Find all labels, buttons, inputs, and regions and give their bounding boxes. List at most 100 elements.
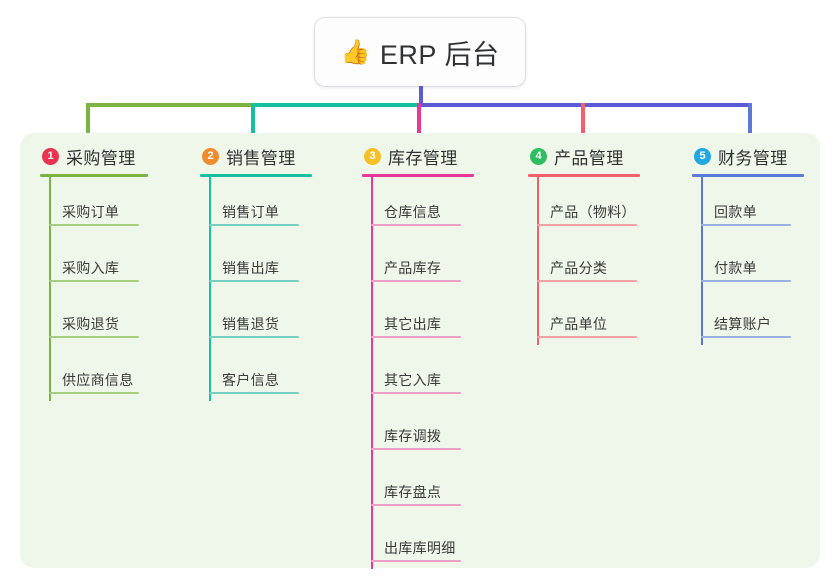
list-item-label: 库存调拨 — [384, 428, 442, 444]
branch-number-badge-sales: 2 — [202, 147, 219, 165]
drop-line-purchasing — [86, 103, 90, 137]
list-item-underline — [701, 224, 791, 226]
branch-title-underline-purchasing — [40, 174, 148, 177]
branch-title-underline-finance — [692, 174, 804, 177]
list-item-underline — [371, 392, 461, 394]
list-item[interactable]: 采购订单 — [40, 177, 148, 233]
branch-number-badge-purchasing: 1 — [42, 147, 59, 165]
branch-spine-inventory — [371, 177, 373, 569]
root-title-text: ERP 后台 — [379, 39, 500, 70]
branch-item-list-sales: 销售订单销售出库销售退货客户信息 — [200, 177, 312, 401]
list-item-label: 其它出库 — [384, 316, 442, 332]
branch-column-sales: 2 销售管理销售订单销售出库销售退货客户信息 — [200, 143, 312, 401]
branches-panel — [20, 133, 820, 568]
thumbs-up-icon: 👍 — [340, 39, 371, 66]
branch-number-badge-inventory: 3 — [364, 147, 381, 165]
list-item[interactable]: 仓库信息 — [362, 177, 474, 233]
bus-segment-teal — [253, 103, 419, 107]
branch-header-purchasing[interactable]: 1 采购管理 — [40, 143, 148, 169]
branch-header-finance[interactable]: 5 财务管理 — [692, 143, 804, 169]
list-item-underline — [537, 224, 637, 226]
list-item[interactable]: 出库库明细 — [362, 513, 474, 569]
list-item[interactable]: 付款单 — [692, 233, 804, 289]
drop-line-sales — [251, 103, 255, 137]
list-item[interactable]: 销售订单 — [200, 177, 312, 233]
list-item-underline — [371, 560, 461, 562]
branch-spine-finance — [701, 177, 703, 345]
branch-title-finance: 财务管理 — [718, 148, 788, 168]
list-item-underline — [371, 448, 461, 450]
branch-title-product: 产品管理 — [554, 148, 624, 168]
branch-title-underline-inventory — [362, 174, 474, 177]
list-item[interactable]: 其它入库 — [362, 345, 474, 401]
list-item-label: 产品库存 — [384, 260, 442, 276]
list-item[interactable]: 库存盘点 — [362, 457, 474, 513]
list-item[interactable]: 销售退货 — [200, 289, 312, 345]
drop-line-finance — [748, 103, 752, 137]
list-item-label: 付款单 — [714, 260, 757, 276]
list-item[interactable]: 产品分类 — [528, 233, 640, 289]
list-item-label: 库存盘点 — [384, 484, 442, 500]
list-item-label: 结算账户 — [714, 316, 772, 332]
drop-line-product — [581, 103, 585, 137]
list-item-underline — [701, 336, 791, 338]
list-item-label: 客户信息 — [222, 372, 280, 388]
list-item-underline — [537, 336, 637, 338]
branch-spine-sales — [209, 177, 211, 401]
root-node-label: 👍 ERP 后台 — [341, 33, 500, 72]
list-item-label: 销售退货 — [222, 316, 280, 332]
list-item[interactable]: 回款单 — [692, 177, 804, 233]
list-item[interactable]: 产品（物料） — [528, 177, 640, 233]
list-item-label: 产品单位 — [550, 316, 608, 332]
branch-title-sales: 销售管理 — [226, 148, 296, 168]
list-item[interactable]: 采购退货 — [40, 289, 148, 345]
bus-segment-blue — [419, 103, 752, 107]
list-item-label: 产品（物料） — [550, 204, 636, 220]
list-item-label: 其它入库 — [384, 372, 442, 388]
branch-column-inventory: 3 库存管理仓库信息产品库存其它出库其它入库库存调拨库存盘点出库库明细 — [362, 143, 474, 569]
list-item-underline — [701, 280, 791, 282]
branch-title-underline-product — [528, 174, 640, 177]
list-item[interactable]: 销售出库 — [200, 233, 312, 289]
branch-item-list-product: 产品（物料） 产品分类产品单位 — [528, 177, 640, 345]
list-item-underline — [371, 336, 461, 338]
list-item-label: 采购入库 — [62, 260, 120, 276]
list-item[interactable]: 库存调拨 — [362, 401, 474, 457]
list-item[interactable]: 其它出库 — [362, 289, 474, 345]
list-item-underline — [49, 336, 139, 338]
branch-header-sales[interactable]: 2 销售管理 — [200, 143, 312, 169]
branch-title-underline-sales — [200, 174, 312, 177]
branch-title-inventory: 库存管理 — [388, 148, 458, 168]
list-item-underline — [209, 336, 299, 338]
branch-item-list-finance: 回款单付款单结算账户 — [692, 177, 804, 345]
root-node[interactable]: 👍 ERP 后台 — [315, 18, 525, 86]
list-item-label: 供应商信息 — [62, 372, 134, 388]
list-item-underline — [209, 392, 299, 394]
list-item[interactable]: 客户信息 — [200, 345, 312, 401]
list-item[interactable]: 采购入库 — [40, 233, 148, 289]
list-item-underline — [209, 224, 299, 226]
list-item[interactable]: 产品单位 — [528, 289, 640, 345]
list-item-label: 产品分类 — [550, 260, 608, 276]
list-item-underline — [49, 224, 139, 226]
list-item-underline — [49, 392, 139, 394]
list-item-label: 仓库信息 — [384, 204, 442, 220]
list-item-underline — [371, 504, 461, 506]
bus-segment-green — [86, 103, 253, 107]
branch-number-badge-finance: 5 — [694, 147, 711, 165]
drop-line-inventory — [417, 103, 421, 137]
list-item-underline — [49, 280, 139, 282]
list-item-label: 销售订单 — [222, 204, 280, 220]
list-item-label: 销售出库 — [222, 260, 280, 276]
branch-header-inventory[interactable]: 3 库存管理 — [362, 143, 474, 169]
list-item[interactable]: 产品库存 — [362, 233, 474, 289]
list-item-label: 回款单 — [714, 204, 757, 220]
list-item[interactable]: 供应商信息 — [40, 345, 148, 401]
branch-spine-product — [537, 177, 539, 345]
branch-title-purchasing: 采购管理 — [66, 148, 136, 168]
list-item-label: 采购订单 — [62, 204, 120, 220]
list-item-label: 采购退货 — [62, 316, 120, 332]
list-item[interactable]: 结算账户 — [692, 289, 804, 345]
